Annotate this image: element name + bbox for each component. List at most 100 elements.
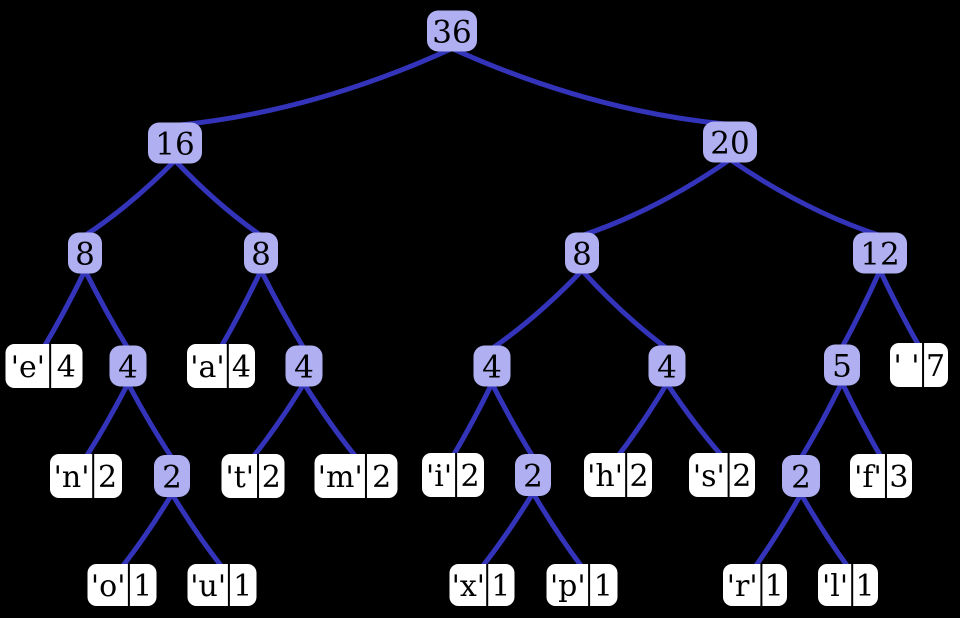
leaf-node-l: 'l' 1 xyxy=(818,564,878,606)
leaf-char-label: 'n' xyxy=(54,460,90,495)
leaf-count-label: 4 xyxy=(232,350,251,385)
leaf-count-label: 1 xyxy=(133,569,152,604)
tree-edge-n4b-m xyxy=(301,381,359,460)
leaf-node-box xyxy=(689,453,755,497)
leaf-count-label: 3 xyxy=(889,460,908,495)
tree-edge-n4a-n2a xyxy=(125,381,175,461)
internal-node-weight: 8 xyxy=(572,237,592,273)
internal-node-weight: 4 xyxy=(482,350,502,386)
leaf-count-label: 4 xyxy=(57,350,76,385)
internal-node-n8c: 8 xyxy=(565,232,599,274)
leaf-node-box xyxy=(449,564,515,606)
internal-node-box xyxy=(154,455,190,497)
internal-node-n2a: 2 xyxy=(154,455,190,497)
leaf-char-label: 'h' xyxy=(587,459,623,494)
internal-node-box xyxy=(148,122,202,164)
internal-node-n4c: 4 xyxy=(473,345,511,387)
leaf-node-box xyxy=(850,454,912,498)
leaf-node-e: 'e' 4 xyxy=(5,344,83,388)
tree-edge-n20-n8c xyxy=(579,157,733,238)
internal-node-weight: 4 xyxy=(118,350,138,386)
leaf-node-box xyxy=(584,453,652,497)
leaf-char-label: ' ' xyxy=(894,349,920,384)
tree-edge-n8a-e xyxy=(41,268,88,350)
leaf-node-x: 'x'1 xyxy=(449,564,515,606)
internal-node-weight: 4 xyxy=(294,350,314,386)
internal-node-weight: 36 xyxy=(432,15,471,51)
internal-node-n12: 12 xyxy=(853,232,907,274)
internal-node-n2b: 2 xyxy=(515,454,551,496)
leaf-node-box xyxy=(818,564,878,606)
leaf-char-label: 'e' xyxy=(11,350,45,385)
leaf-node-r: 'r'1 xyxy=(723,564,787,606)
internal-node-box xyxy=(565,232,599,274)
internal-node-weight: 5 xyxy=(832,349,852,385)
leaf-count-label: 1 xyxy=(233,569,252,604)
tree-edge-n4c-n2b xyxy=(489,381,536,460)
leaf-char-label: 't' xyxy=(225,460,254,495)
leaf-char-label: 'l' xyxy=(822,569,848,604)
internal-node-weight: 8 xyxy=(75,237,95,273)
tree-edge-n8b-n4b xyxy=(258,268,307,351)
tree-edge-n36-n16 xyxy=(172,46,455,128)
leaf-count-label: 2 xyxy=(461,459,480,494)
leaf-node-t: 't' 2 xyxy=(221,454,285,498)
leaf-count-label: 1 xyxy=(594,569,613,604)
tree-edge-n8b-a xyxy=(218,268,264,350)
leaf-node-box xyxy=(546,564,618,606)
tree-edge-n2a-u xyxy=(169,491,225,570)
tree-edge-n4d-s xyxy=(664,381,725,459)
tree-edge-n2a-o xyxy=(119,491,175,570)
internal-node-box xyxy=(427,10,477,52)
leaf-count-label: 2 xyxy=(372,460,391,495)
tree-edge-n5-f xyxy=(839,380,884,460)
leaf-node-f: 'f'3 xyxy=(850,454,912,498)
leaf-node-box xyxy=(187,344,255,388)
leaf-node-box xyxy=(314,454,398,498)
leaf-char-label: 's' xyxy=(693,459,725,494)
leaf-count-label: 2 xyxy=(630,459,649,494)
internal-node-box xyxy=(244,232,278,274)
leaf-node-a: 'a'4 xyxy=(187,344,255,388)
leaf-node-m: 'm'2 xyxy=(314,454,398,498)
tree-edge-n4b-t xyxy=(250,381,307,460)
internal-node-weight: 16 xyxy=(155,127,194,163)
internal-node-box xyxy=(473,345,511,387)
internal-node-n2c: 2 xyxy=(782,455,820,497)
internal-node-box xyxy=(824,344,860,386)
leaf-count-label: 1 xyxy=(765,569,784,604)
internal-node-weight: 2 xyxy=(162,460,182,496)
internal-node-box xyxy=(648,345,686,387)
leaf-node-p: 'p'1 xyxy=(546,564,618,606)
internal-node-n16: 16 xyxy=(148,122,202,164)
tree-edge-n12-sp xyxy=(877,268,922,349)
leaf-node-box xyxy=(890,343,948,387)
tree-edge-n2b-p xyxy=(530,490,585,570)
leaf-node-u: 'u'1 xyxy=(187,564,257,606)
leaf-count-label: 2 xyxy=(262,460,281,495)
internal-node-box xyxy=(285,345,323,387)
leaf-char-label: 'o' xyxy=(91,569,126,604)
tree-edge-n2c-r xyxy=(752,491,804,570)
tree-edge-n16-n8b xyxy=(172,158,264,238)
leaf-node-box xyxy=(5,344,83,388)
tree-edge-n5-n2c xyxy=(798,380,845,461)
internal-node-n20: 20 xyxy=(703,121,757,163)
internal-node-box xyxy=(703,121,757,163)
internal-node-n8a: 8 xyxy=(68,232,102,274)
tree-edge-n2c-l xyxy=(798,491,851,570)
internal-node-weight: 12 xyxy=(860,237,899,273)
tree-edge-n4c-i xyxy=(450,381,495,459)
leaf-count-label: 2 xyxy=(732,459,751,494)
tree-edge-n4d-h xyxy=(615,381,670,459)
tree-edge-n8c-n4c xyxy=(489,268,585,351)
internal-node-weight: 4 xyxy=(657,350,677,386)
internal-node-box xyxy=(68,232,102,274)
leaf-node-box xyxy=(50,454,122,498)
internal-node-n5: 5 xyxy=(824,344,860,386)
tree-edge-n8a-n4a xyxy=(82,268,131,351)
leaf-node-sp: ' '7 xyxy=(890,343,948,387)
leaf-count-label: 1 xyxy=(856,569,875,604)
